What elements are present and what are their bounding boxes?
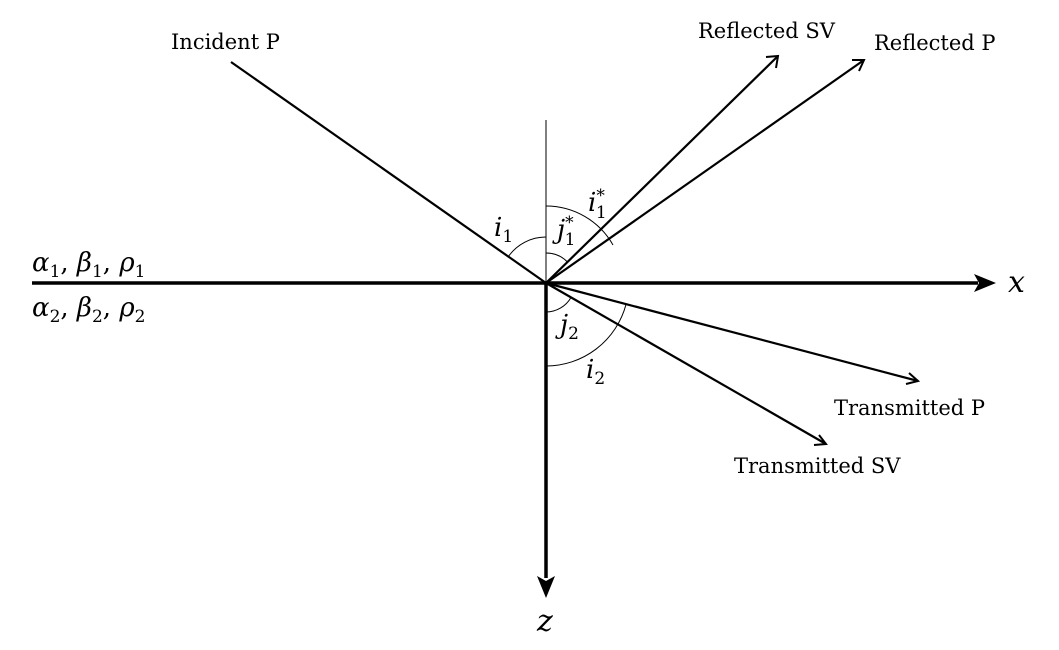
beta1-subscript: 1 bbox=[92, 262, 103, 282]
angle-j2-label: j2 bbox=[555, 310, 579, 344]
z-axis-label: z bbox=[536, 604, 553, 639]
beta2-symbol: β bbox=[76, 293, 92, 323]
transmitted-p-arrowhead bbox=[905, 372, 921, 385]
upper-medium-properties: α1, β1, ρ1 bbox=[32, 248, 145, 282]
beta2-subscript: 2 bbox=[92, 307, 103, 327]
reflected-p-arrowhead bbox=[852, 59, 866, 72]
alpha2-symbol: α bbox=[32, 293, 50, 323]
label-transmitted-p: Transmitted P bbox=[834, 396, 985, 420]
angle-i1-star-label: i*1 bbox=[588, 186, 607, 223]
reflected-p-ray bbox=[545, 59, 865, 284]
arc-i2 bbox=[545, 304, 627, 367]
i2-symbol: i bbox=[586, 355, 594, 385]
svg-text:α1, β1, ρ1: α1, β1, ρ1 bbox=[32, 248, 145, 282]
i1-star-symbol: i bbox=[588, 188, 596, 218]
angle-j1-star-label: j*1 bbox=[552, 213, 575, 250]
alpha2-subscript: 2 bbox=[50, 307, 61, 327]
j2-subscript: 2 bbox=[568, 324, 579, 344]
i1-subscript: 1 bbox=[502, 227, 513, 247]
transmitted-sv-ray bbox=[545, 282, 827, 445]
x-axis-arrowhead bbox=[974, 274, 996, 292]
rho2-subscript: 2 bbox=[135, 307, 146, 327]
reflected-sv-arrowhead bbox=[765, 54, 780, 69]
j1-star-subscript: 1 bbox=[565, 230, 576, 250]
arc-j2 bbox=[545, 297, 572, 313]
reflected-sv-ray bbox=[545, 55, 779, 284]
transmitted-sv-arrowhead bbox=[813, 434, 828, 446]
rho2-symbol: ρ bbox=[118, 293, 135, 323]
angle-i1-label: i1 bbox=[494, 213, 513, 247]
i2-subscript: 2 bbox=[594, 369, 605, 389]
i1-star-subscript: 1 bbox=[596, 203, 607, 223]
transmitted-p-ray bbox=[545, 281, 919, 383]
arc-i1 bbox=[507, 236, 547, 257]
z-axis-arrowhead bbox=[537, 576, 555, 598]
alpha1-subscript: 1 bbox=[50, 262, 61, 282]
arc-i1-star bbox=[545, 205, 614, 246]
label-incident-p: Incident P bbox=[171, 30, 280, 54]
i1-symbol: i bbox=[494, 213, 502, 243]
label-reflected-p: Reflected P bbox=[874, 31, 996, 55]
j1-star-symbol: j bbox=[552, 215, 565, 245]
j1-star-superscript: * bbox=[565, 213, 574, 233]
arc-j1-star bbox=[545, 252, 568, 263]
svg-text:α2, β2, ρ2: α2, β2, ρ2 bbox=[32, 293, 145, 327]
alpha1-symbol: α bbox=[32, 248, 50, 278]
i1-star-superscript: * bbox=[596, 186, 605, 206]
incident-p-ray bbox=[230, 61, 547, 284]
label-transmitted-sv: Transmitted SV bbox=[734, 454, 901, 478]
rho1-symbol: ρ bbox=[118, 248, 135, 278]
j2-symbol: j bbox=[555, 310, 568, 340]
beta1-symbol: β bbox=[76, 248, 92, 278]
rho1-subscript: 1 bbox=[135, 262, 146, 282]
x-axis-label: x bbox=[1008, 265, 1025, 300]
label-reflected-sv: Reflected SV bbox=[698, 19, 836, 43]
lower-medium-properties: α2, β2, ρ2 bbox=[32, 293, 145, 327]
angle-i2-label: i2 bbox=[586, 355, 605, 389]
